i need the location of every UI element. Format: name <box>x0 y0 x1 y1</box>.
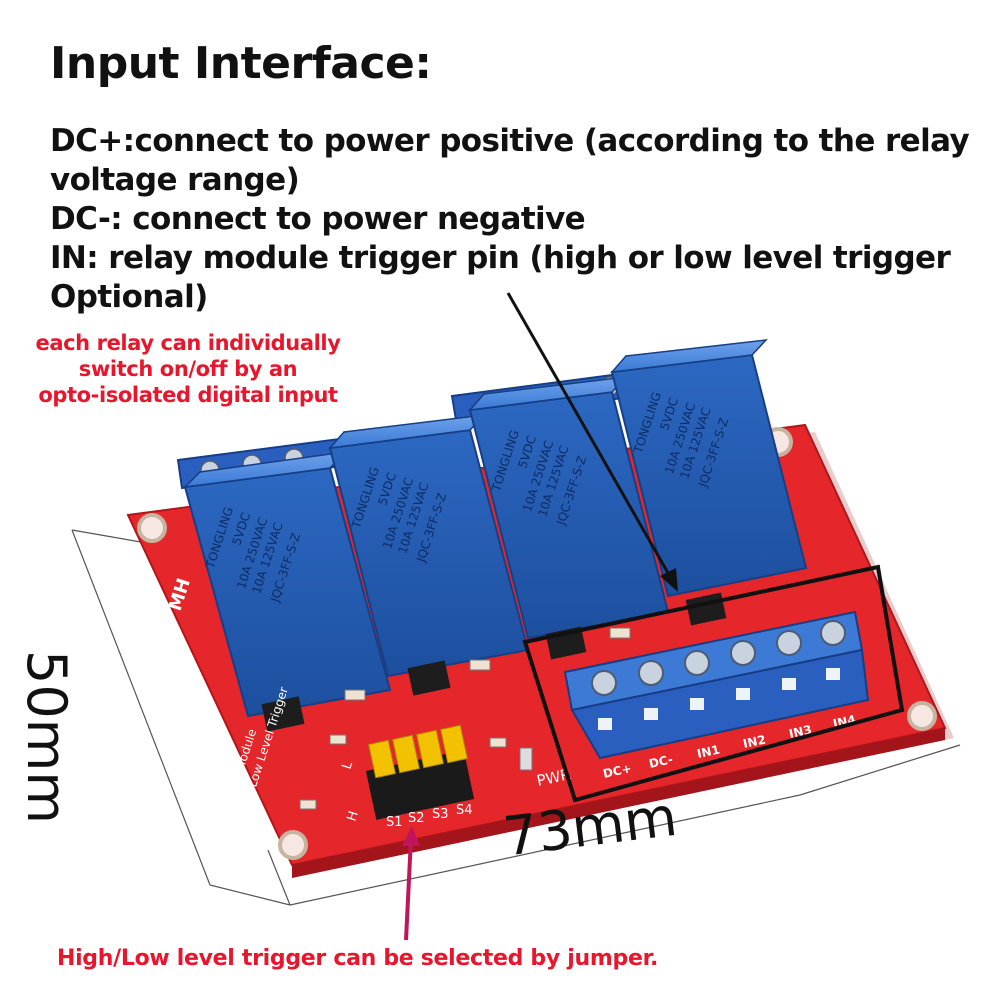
interface-description: DC+:connect to power positive (according… <box>50 122 980 317</box>
jumper-label: S3 <box>432 807 449 822</box>
terminal-label-in2: IN2 <box>742 732 767 750</box>
jumper <box>368 739 396 779</box>
relay-3: TONGLING 5VDC 10A 250VAC 10A 125VAC JQC-… <box>468 376 670 640</box>
terminal-label-dc-minus: DC- <box>648 752 674 771</box>
terminal-label-in1: IN1 <box>696 742 721 760</box>
jumper-label: S4 <box>456 803 473 818</box>
dc-plus-line: DC+:connect to power positive (according… <box>50 123 970 198</box>
jumper-arrow-line <box>404 837 413 941</box>
heading: Input Interface: <box>50 38 432 89</box>
feature-note-line: each relay can individually <box>35 331 341 355</box>
jumper-label: S2 <box>408 811 425 826</box>
jumper-note: High/Low level trigger can be selected b… <box>56 946 659 971</box>
jumper-block: S1 S2 S3 S4 <box>365 724 475 830</box>
relay-2: TONGLING 5VDC 10A 250VAC 10A 125VAC JQC-… <box>328 414 530 678</box>
terminal-label-dc-plus: DC+ <box>602 761 633 781</box>
pointer-arrow-head <box>660 568 678 592</box>
relay-4: TONGLING 5VDC 10A 250VAC 10A 125VAC JQC-… <box>610 339 808 598</box>
terminal-screws <box>591 620 846 696</box>
jumper <box>440 724 468 764</box>
pointer-arrow-line <box>506 292 674 581</box>
side-label-h: H <box>345 809 362 823</box>
relay-1: TONGLING 5VDC 10A 250VAC 10A 125VAC JQC-… <box>182 450 392 718</box>
jumper-label: S1 <box>386 815 403 830</box>
smd-components <box>299 627 631 810</box>
jumper <box>392 734 420 774</box>
input-highlight-box <box>522 564 905 803</box>
feature-note-line: switch on/off by an <box>78 357 298 381</box>
in-line: IN: relay module trigger pin (high or lo… <box>50 240 951 315</box>
dc-minus-line: DC-: connect to power negative <box>50 201 586 237</box>
jumper <box>416 729 444 769</box>
mounting-hole <box>907 701 937 731</box>
pcb-edge <box>292 728 945 878</box>
height-dimension: 50mm <box>15 650 78 824</box>
mounting-hole <box>278 830 308 860</box>
jumper-arrow-head <box>402 826 420 846</box>
feature-note-line: opto-isolated digital input <box>38 383 338 407</box>
input-terminal-block: DC+ DC- IN1 IN2 IN3 IN4 <box>563 610 870 781</box>
mounting-hole <box>137 513 167 543</box>
feature-note: each relay can individually switch on/of… <box>8 330 368 408</box>
